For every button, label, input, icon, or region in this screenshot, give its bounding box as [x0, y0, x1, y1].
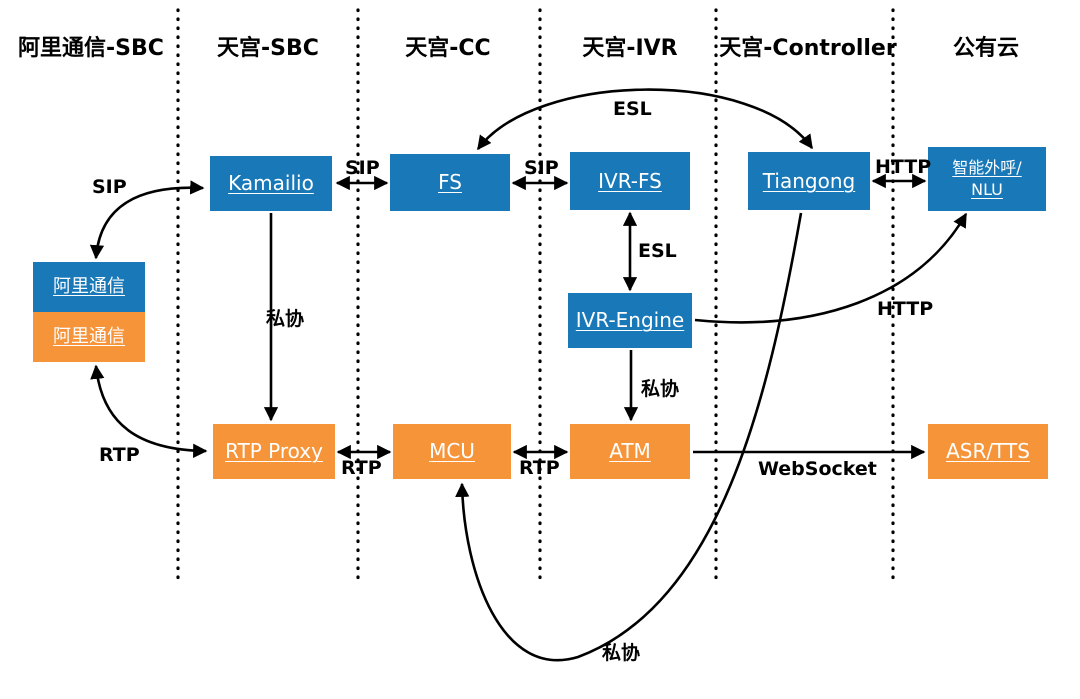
edge-label-rtp-left: RTP — [99, 444, 140, 466]
edge-label-rtp-proxy-mcu: RTP — [341, 457, 382, 479]
edge-label-http-tiangong-nlu: HTTP — [875, 156, 932, 178]
node-tiangong: Tiangong — [748, 152, 870, 210]
edge-rtp-ali-proxy — [90, 364, 208, 458]
edge-label-sip-kamailio-fs: SIP — [345, 157, 380, 179]
edge-label-esl-ivrfs-engine: ESL — [638, 240, 677, 262]
node-asr-tts: ASR/TTS — [928, 424, 1048, 479]
edge-label-rtp-mcu-atm: RTP — [519, 457, 560, 479]
node-rtp-proxy-label: RTP Proxy — [225, 439, 323, 463]
column-header-tiangong-ivr: 天宫-IVR — [582, 36, 678, 61]
column-header-tiangong-sbc: 天宫-SBC — [217, 36, 319, 61]
edge-label-private-tiangong-mcu: 私协 — [602, 642, 641, 664]
node-nlu-label-line2: NLU — [971, 180, 1003, 199]
node-ali-telecom-blue-label: 阿里通信 — [53, 275, 125, 297]
node-mcu-label: MCU — [429, 439, 475, 463]
node-kamailio: Kamailio — [210, 156, 332, 211]
node-ivr-fs: IVR-FS — [570, 152, 690, 210]
edge-label-sip-left: SIP — [92, 176, 127, 198]
column-header-public-cloud: 公有云 — [952, 36, 1019, 61]
edge-label-http-engine-nlu: HTTP — [877, 298, 934, 320]
edge-sip-ali-kamailio — [89, 180, 205, 260]
node-ali-telecom-orange-label: 阿里通信 — [53, 325, 125, 347]
edge-label-sip-fs-ivrfs: SIP — [524, 157, 559, 179]
node-fs-label: FS — [438, 170, 462, 194]
edge-label-private-kamailio-proxy: 私协 — [266, 308, 305, 330]
node-ali-telecom-orange: 阿里通信 — [33, 312, 145, 362]
node-mcu: MCU — [393, 424, 511, 479]
node-ali-telecom-blue: 阿里通信 — [33, 262, 145, 312]
node-ivr-engine: IVR-Engine — [568, 293, 692, 348]
node-atm-label: ATM — [609, 439, 651, 463]
node-atm: ATM — [570, 424, 690, 479]
column-header-tiangong-controller: 天宫-Controller — [719, 36, 897, 61]
node-intelligent-outbound-nlu: 智能外呼/ NLU — [928, 147, 1046, 211]
node-nlu-label-line1: 智能外呼/ — [952, 158, 1022, 178]
node-tiangong-label: Tiangong — [762, 168, 856, 193]
column-header-tiangong-cc: 天宫-CC — [405, 36, 491, 61]
column-header-ali-sbc: 阿里通信-SBC — [18, 36, 164, 61]
node-ivr-engine-label: IVR-Engine — [575, 308, 685, 332]
node-rtp-proxy: RTP Proxy — [213, 424, 335, 479]
node-fs: FS — [390, 154, 510, 211]
node-asr-tts-label: ASR/TTS — [946, 439, 1030, 463]
edge-label-websocket: WebSocket — [758, 458, 877, 480]
edge-label-private-engine-atm: 私协 — [641, 378, 680, 400]
edge-label-esl-top: ESL — [613, 98, 652, 120]
node-kamailio-label: Kamailio — [228, 171, 314, 195]
node-ivr-fs-label: IVR-FS — [598, 168, 662, 193]
